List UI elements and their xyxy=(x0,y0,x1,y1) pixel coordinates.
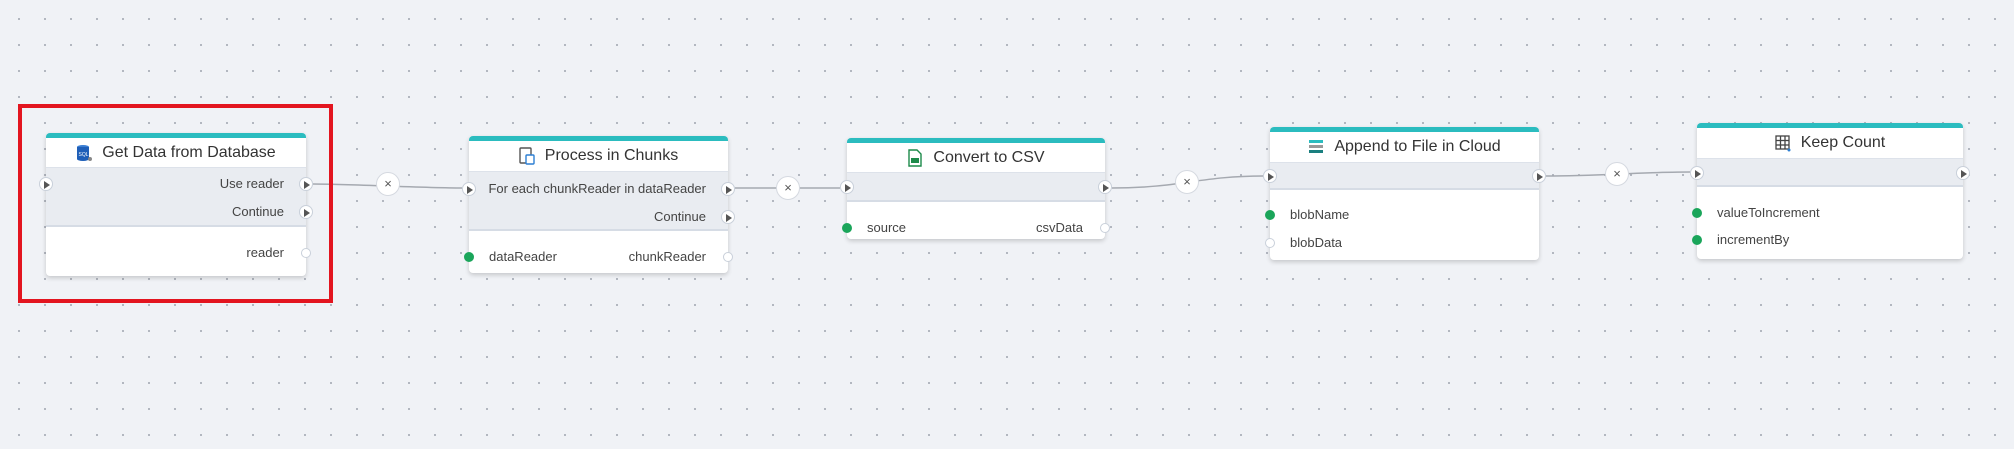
delete-connection-button[interactable]: × xyxy=(1605,162,1629,186)
node-header[interactable]: Append to File in Cloud xyxy=(1270,132,1539,163)
node-keep-count[interactable]: Keep Count valueToIncrement incrementBy xyxy=(1690,123,1970,259)
exec-in-port[interactable] xyxy=(39,177,53,191)
exec-out-port[interactable] xyxy=(1532,169,1546,183)
node-title: Get Data from Database xyxy=(102,143,276,161)
delete-connection-button[interactable]: × xyxy=(376,172,400,196)
node-title: Keep Count xyxy=(1800,134,1886,151)
delete-connection-button[interactable]: × xyxy=(1175,170,1199,194)
table-icon xyxy=(1775,134,1791,152)
node-header[interactable]: Convert to CSV xyxy=(847,143,1105,173)
exec-label: Use reader xyxy=(219,176,284,191)
csv-file-icon xyxy=(907,148,923,167)
input-port-blobname[interactable] xyxy=(1265,210,1275,220)
input-port-datareader[interactable] xyxy=(464,252,474,262)
node-header[interactable]: SQL Get Data from Database xyxy=(46,138,306,168)
exec-label: For each chunkReader in dataReader xyxy=(488,181,706,196)
exec-in-port[interactable] xyxy=(462,182,476,196)
exec-in-port[interactable] xyxy=(840,180,854,194)
output-port-chunkreader[interactable] xyxy=(723,252,733,262)
node-convert-to-csv[interactable]: Convert to CSV source csvData xyxy=(840,138,1112,239)
exec-label: Continue xyxy=(653,209,706,224)
exec-out-port-continue[interactable] xyxy=(721,210,735,224)
input-label: blobName xyxy=(1290,207,1350,222)
output-label: reader xyxy=(246,245,284,260)
exec-in-port[interactable] xyxy=(1263,169,1277,183)
node-header[interactable]: Keep Count xyxy=(1697,128,1963,159)
input-label: incrementBy xyxy=(1717,232,1790,247)
exec-out-port-use-reader[interactable] xyxy=(299,177,313,191)
exec-label: Continue xyxy=(231,204,284,219)
node-process-in-chunks[interactable]: Process in Chunks For each chunkReader i… xyxy=(462,136,735,273)
sql-database-icon: SQL xyxy=(76,144,93,162)
node-title: Convert to CSV xyxy=(933,148,1045,166)
delete-connection-button[interactable]: × xyxy=(776,176,800,200)
input-label: blobData xyxy=(1290,235,1343,250)
exec-out-port-for-each[interactable] xyxy=(721,182,735,196)
input-label: valueToIncrement xyxy=(1717,205,1820,220)
exec-in-port[interactable] xyxy=(1690,166,1704,180)
node-title: Process in Chunks xyxy=(544,147,679,164)
svg-text:SQL: SQL xyxy=(79,152,89,158)
input-port-source[interactable] xyxy=(842,223,852,233)
cloud-storage-icon xyxy=(1308,138,1324,156)
input-port-valuetoincrement[interactable] xyxy=(1692,208,1702,218)
node-append-to-file-in-cloud[interactable]: Append to File in Cloud blobName blobDat… xyxy=(1263,127,1546,260)
chunks-icon xyxy=(519,147,535,165)
exec-out-port-continue[interactable] xyxy=(299,205,313,219)
node-header[interactable]: Process in Chunks xyxy=(469,141,728,172)
exec-out-port[interactable] xyxy=(1098,180,1112,194)
input-port-blobdata[interactable] xyxy=(1265,238,1275,248)
input-port-incrementby[interactable] xyxy=(1692,235,1702,245)
output-port-csvdata[interactable] xyxy=(1100,223,1110,233)
exec-out-port[interactable] xyxy=(1956,166,1970,180)
selection-highlight xyxy=(18,104,333,303)
node-title: Append to File in Cloud xyxy=(1334,138,1501,155)
node-get-data-from-database[interactable]: SQL Get Data from Database Use reader Co… xyxy=(39,133,313,276)
output-label: csvData xyxy=(1036,220,1083,235)
input-label: source xyxy=(867,220,907,235)
input-label: dataReader xyxy=(489,249,557,264)
output-port-reader[interactable] xyxy=(301,248,311,258)
output-label: chunkReader xyxy=(628,249,706,264)
